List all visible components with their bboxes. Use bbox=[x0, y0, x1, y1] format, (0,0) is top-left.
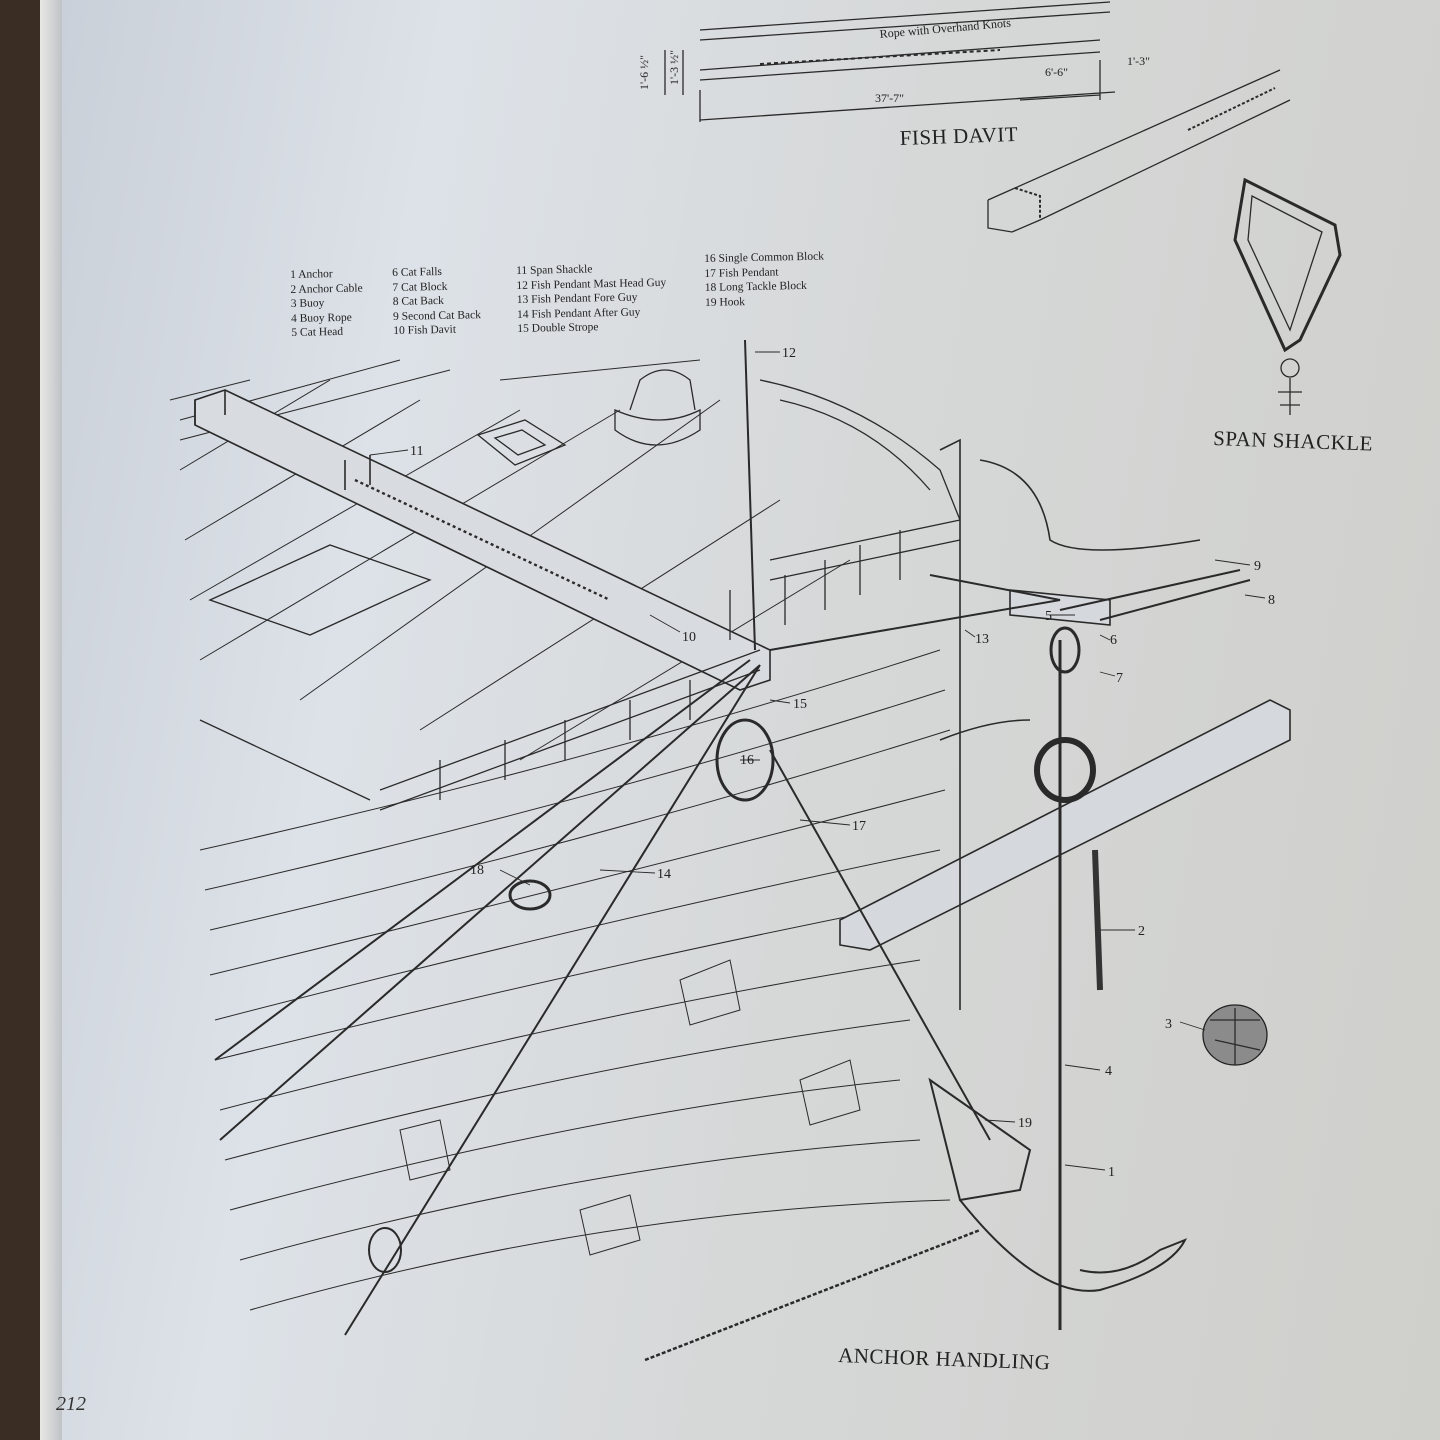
single-common-block bbox=[715, 718, 775, 802]
hatch bbox=[476, 419, 567, 466]
dim-depth: 1'-6 ½" bbox=[637, 55, 651, 90]
legend-item: 5 Cat Head bbox=[291, 325, 344, 339]
callout-10: 10 bbox=[682, 630, 696, 645]
anchor-ring bbox=[1034, 737, 1096, 803]
callout-1: 1 bbox=[1108, 1165, 1115, 1180]
legend-item: 10 Fish Davit bbox=[393, 323, 457, 337]
callout-13: 13 bbox=[975, 632, 989, 647]
legend-item: 19 Hook bbox=[704, 295, 746, 309]
hull-planking bbox=[199, 649, 951, 1311]
legend-item: 1 Anchor bbox=[290, 268, 333, 281]
callout-3: 3 bbox=[1165, 1017, 1172, 1032]
skylight bbox=[208, 544, 432, 636]
callout-leaders bbox=[369, 351, 1266, 1171]
callout-4: 4 bbox=[1105, 1064, 1112, 1079]
dim-end-length: 6'-6" bbox=[1045, 65, 1068, 79]
callout-14: 14 bbox=[657, 867, 671, 882]
callout-9: 9 bbox=[1254, 559, 1261, 574]
callout-6: 6 bbox=[1110, 633, 1117, 648]
legend-column-2: 6 Cat Falls 7 Cat Block 8 Cat Back 9 Sec… bbox=[392, 264, 481, 338]
callout-2: 2 bbox=[1138, 924, 1145, 939]
cat-block bbox=[1049, 626, 1081, 674]
callout-18: 18 bbox=[470, 863, 484, 878]
rope-note: Rope with Overhand Knots bbox=[879, 16, 1012, 41]
callout-16: 16 bbox=[740, 753, 754, 768]
long-tackle-block bbox=[508, 879, 552, 911]
legend-item: 2 Anchor Cable bbox=[290, 281, 363, 296]
page-edge bbox=[40, 0, 62, 1440]
legend-column-1: 1 Anchor 2 Anchor Cable 3 Buoy 4 Buoy Ro… bbox=[290, 266, 364, 340]
buoy bbox=[1202, 1004, 1268, 1066]
page-number: 212 bbox=[56, 1393, 86, 1415]
fish-davit-title: FISH DAVIT bbox=[899, 122, 1018, 150]
callout-15: 15 bbox=[793, 697, 807, 712]
legend-item: 4 Buoy Rope bbox=[290, 311, 352, 325]
dim-width: 1'-3 ½" bbox=[667, 50, 681, 85]
bulwark-rail bbox=[199, 379, 961, 811]
callout-11: 11 bbox=[410, 444, 423, 459]
dim-tip: 1'-3" bbox=[1127, 54, 1150, 68]
fish-davit-isometric bbox=[987, 69, 1291, 233]
callout-8: 8 bbox=[1268, 593, 1275, 608]
dim-overall-length: 37'-7" bbox=[875, 91, 904, 105]
span-shackle-title: SPAN SHACKLE bbox=[1213, 426, 1374, 456]
anchor-handling-title: ANCHOR HANDLING bbox=[838, 1343, 1051, 1374]
span-shackle-drawing bbox=[1233, 177, 1342, 415]
anchor-fluke bbox=[928, 1077, 1188, 1292]
cat-head bbox=[839, 438, 1291, 1010]
callout-5: 5 bbox=[1045, 609, 1052, 624]
callout-12: 12 bbox=[782, 346, 796, 361]
callout-19: 19 bbox=[1018, 1116, 1032, 1131]
legend-item: 18 Long Tackle Block bbox=[704, 279, 808, 294]
callout-7: 7 bbox=[1116, 671, 1123, 686]
fish-davit-elevation bbox=[664, 1, 1116, 122]
legend-item: 3 Buoy bbox=[290, 297, 325, 310]
legend-column-3: 11 Span Shackle 12 Fish Pendant Mast Hea… bbox=[516, 261, 667, 337]
rigging-ropes bbox=[214, 339, 1251, 1362]
bitt bbox=[614, 369, 701, 446]
fairlead-block bbox=[368, 1227, 402, 1273]
legend-column-4: 16 Single Common Block 17 Fish Pendant 1… bbox=[704, 249, 825, 309]
fish-davit-arm bbox=[194, 389, 771, 691]
callout-17: 17 bbox=[852, 819, 866, 834]
legend-item: 9 Second Cat Back bbox=[392, 308, 481, 323]
callout-numbers: 1 2 3 4 5 6 7 8 9 10 11 12 13 14 15 16 1… bbox=[410, 346, 1275, 1180]
legend-item: 16 Single Common Block bbox=[704, 250, 825, 265]
